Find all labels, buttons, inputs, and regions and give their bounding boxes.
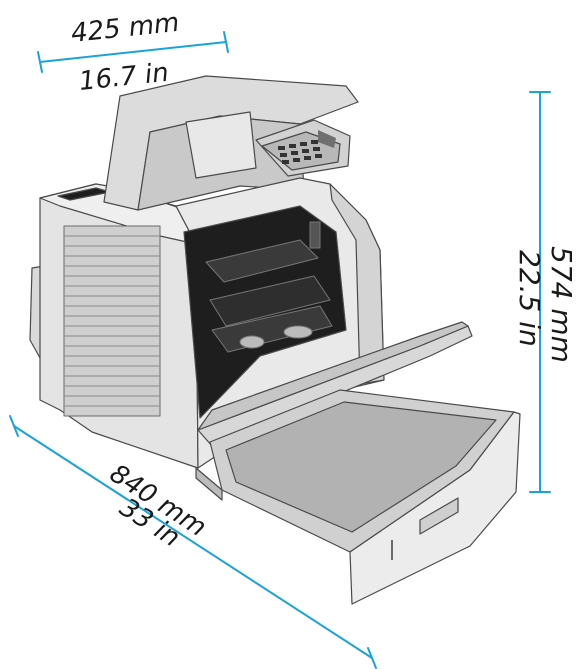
- depth-tick-right: [367, 647, 377, 669]
- internal-mechanism: [205, 221, 333, 353]
- multipurpose-tray-surface: [197, 321, 469, 431]
- control-panel: [255, 119, 351, 177]
- paper-tray-handle: [419, 497, 459, 535]
- depth-tick-left: [9, 415, 19, 437]
- width-dimension-line: [39, 41, 227, 63]
- width-tick-right: [223, 31, 229, 53]
- base-plinth: [195, 467, 223, 501]
- height-label-mm: 574 mm: [545, 246, 578, 363]
- vent-grille: [63, 225, 161, 417]
- width-label-mm: 425 mm: [70, 8, 181, 49]
- printer-illustration: [29, 75, 521, 605]
- keypad: [278, 140, 322, 164]
- paper-tray-inner: [225, 401, 497, 533]
- height-label-in: 22.5 in: [513, 250, 546, 347]
- width-tick-left: [37, 51, 43, 73]
- depth-dimension-line: [13, 425, 373, 659]
- right-side-panel: [329, 183, 385, 385]
- cover-flap: [185, 111, 257, 179]
- dimension-lines: [9, 31, 551, 669]
- display-screen: [318, 130, 336, 148]
